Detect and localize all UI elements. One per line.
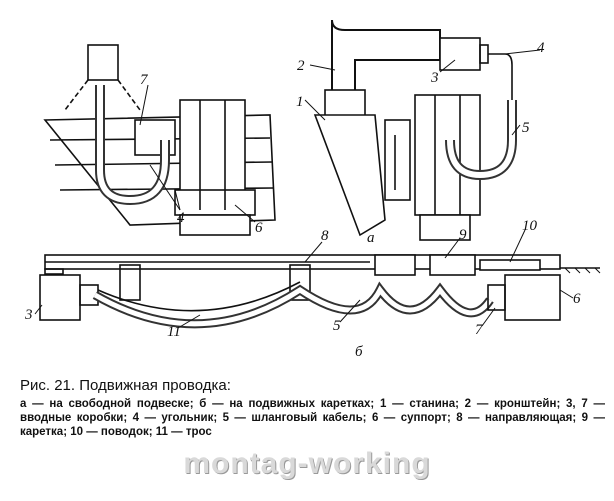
left-machine (43, 44, 276, 236)
label-7: 7 (140, 72, 149, 88)
label-3: 3 (430, 70, 439, 86)
label-6-bottom: 6 (573, 291, 581, 307)
diagram: 7 4 6 2 1 3 4 5 а 8 9 10 3 11 5 6 7 б (24, 19, 601, 360)
label-1: 1 (296, 94, 304, 110)
label-6: 6 (255, 220, 263, 236)
carriage-rail-system (39, 254, 601, 329)
label-11: 11 (167, 324, 181, 340)
label-8: 8 (321, 228, 329, 244)
label-7-bottom: 7 (475, 322, 484, 338)
subfigure-a-label: а (367, 230, 375, 246)
watermark: montag-working (183, 447, 431, 480)
leader-lines (34, 49, 574, 329)
label-4-right: 4 (537, 40, 545, 56)
label-3-bottom: 3 (24, 307, 33, 323)
label-10: 10 (522, 218, 538, 234)
subfigure-b-label: б (355, 344, 363, 360)
label-9: 9 (459, 227, 467, 243)
label-5: 5 (522, 120, 530, 136)
label-2: 2 (297, 58, 305, 74)
label-5-bottom: 5 (333, 318, 341, 334)
caption-text: а — на свободной подвеске; б — на подвиж… (20, 398, 605, 438)
right-machine (313, 19, 517, 241)
caption-title: Рис. 21. Подвижная проводка: (20, 377, 231, 394)
label-4: 4 (177, 210, 185, 226)
